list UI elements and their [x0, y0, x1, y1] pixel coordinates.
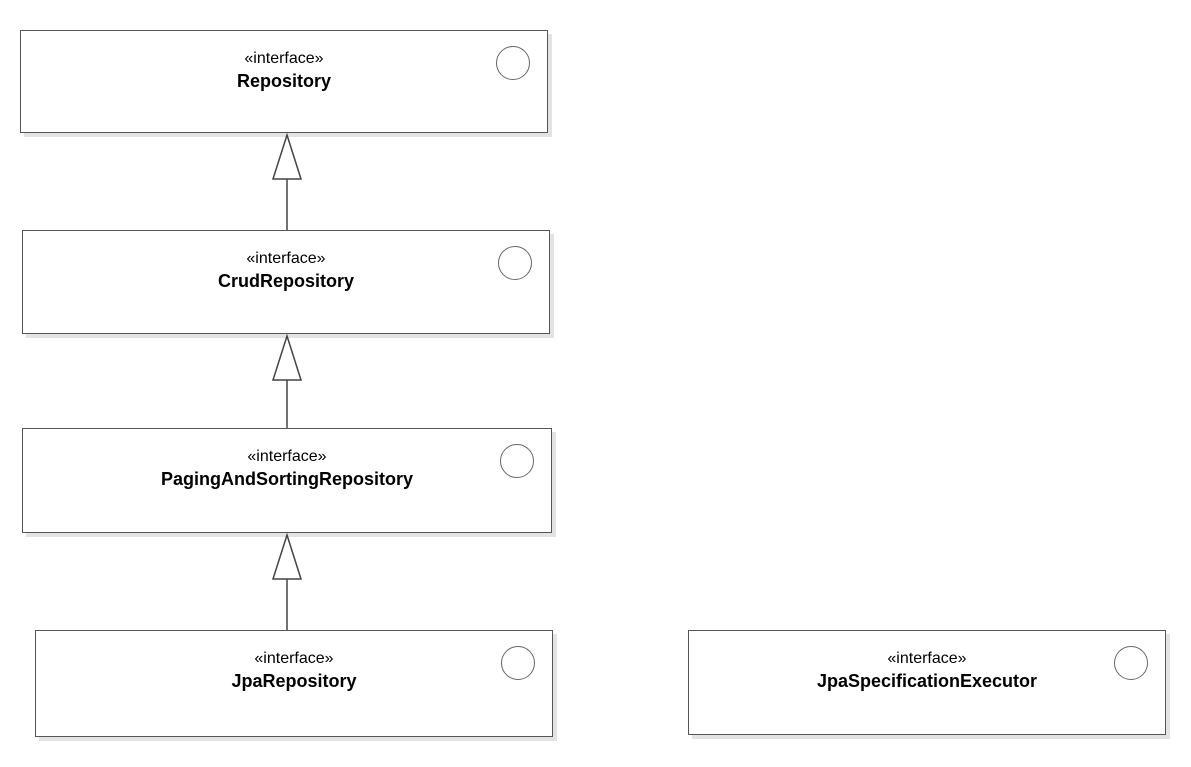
interface-circle-icon — [496, 46, 530, 80]
interface-circle-icon — [498, 246, 532, 280]
stereotype-label: «interface» — [254, 650, 334, 667]
uml-node-jpa-specification-executor: «interface» JpaSpecificationExecutor — [688, 630, 1166, 735]
stereotype-label: «interface» — [887, 650, 967, 667]
interface-name: JpaSpecificationExecutor — [816, 671, 1038, 691]
interface-name: CrudRepository — [217, 271, 354, 291]
generalization-arrow — [271, 532, 303, 630]
uml-node-crud-repository: «interface» CrudRepository — [22, 230, 550, 334]
stereotype-label: «interface» — [246, 250, 326, 267]
generalization-arrow — [271, 333, 303, 428]
interface-name: PagingAndSortingRepository — [161, 469, 413, 489]
interface-circle-icon — [1114, 646, 1148, 680]
interface-name: JpaRepository — [231, 671, 357, 691]
uml-node-jpa-repository: «interface» JpaRepository — [35, 630, 553, 737]
uml-node-paging-and-sorting-repository: «interface» PagingAndSortingRepository — [22, 428, 552, 533]
stereotype-label: «interface» — [247, 448, 327, 465]
uml-node-repository: «interface» Repository — [20, 30, 548, 133]
generalization-arrow — [271, 132, 303, 230]
interface-circle-icon — [501, 646, 535, 680]
stereotype-label: «interface» — [244, 50, 324, 67]
interface-name: Repository — [236, 71, 332, 91]
interface-circle-icon — [500, 444, 534, 478]
